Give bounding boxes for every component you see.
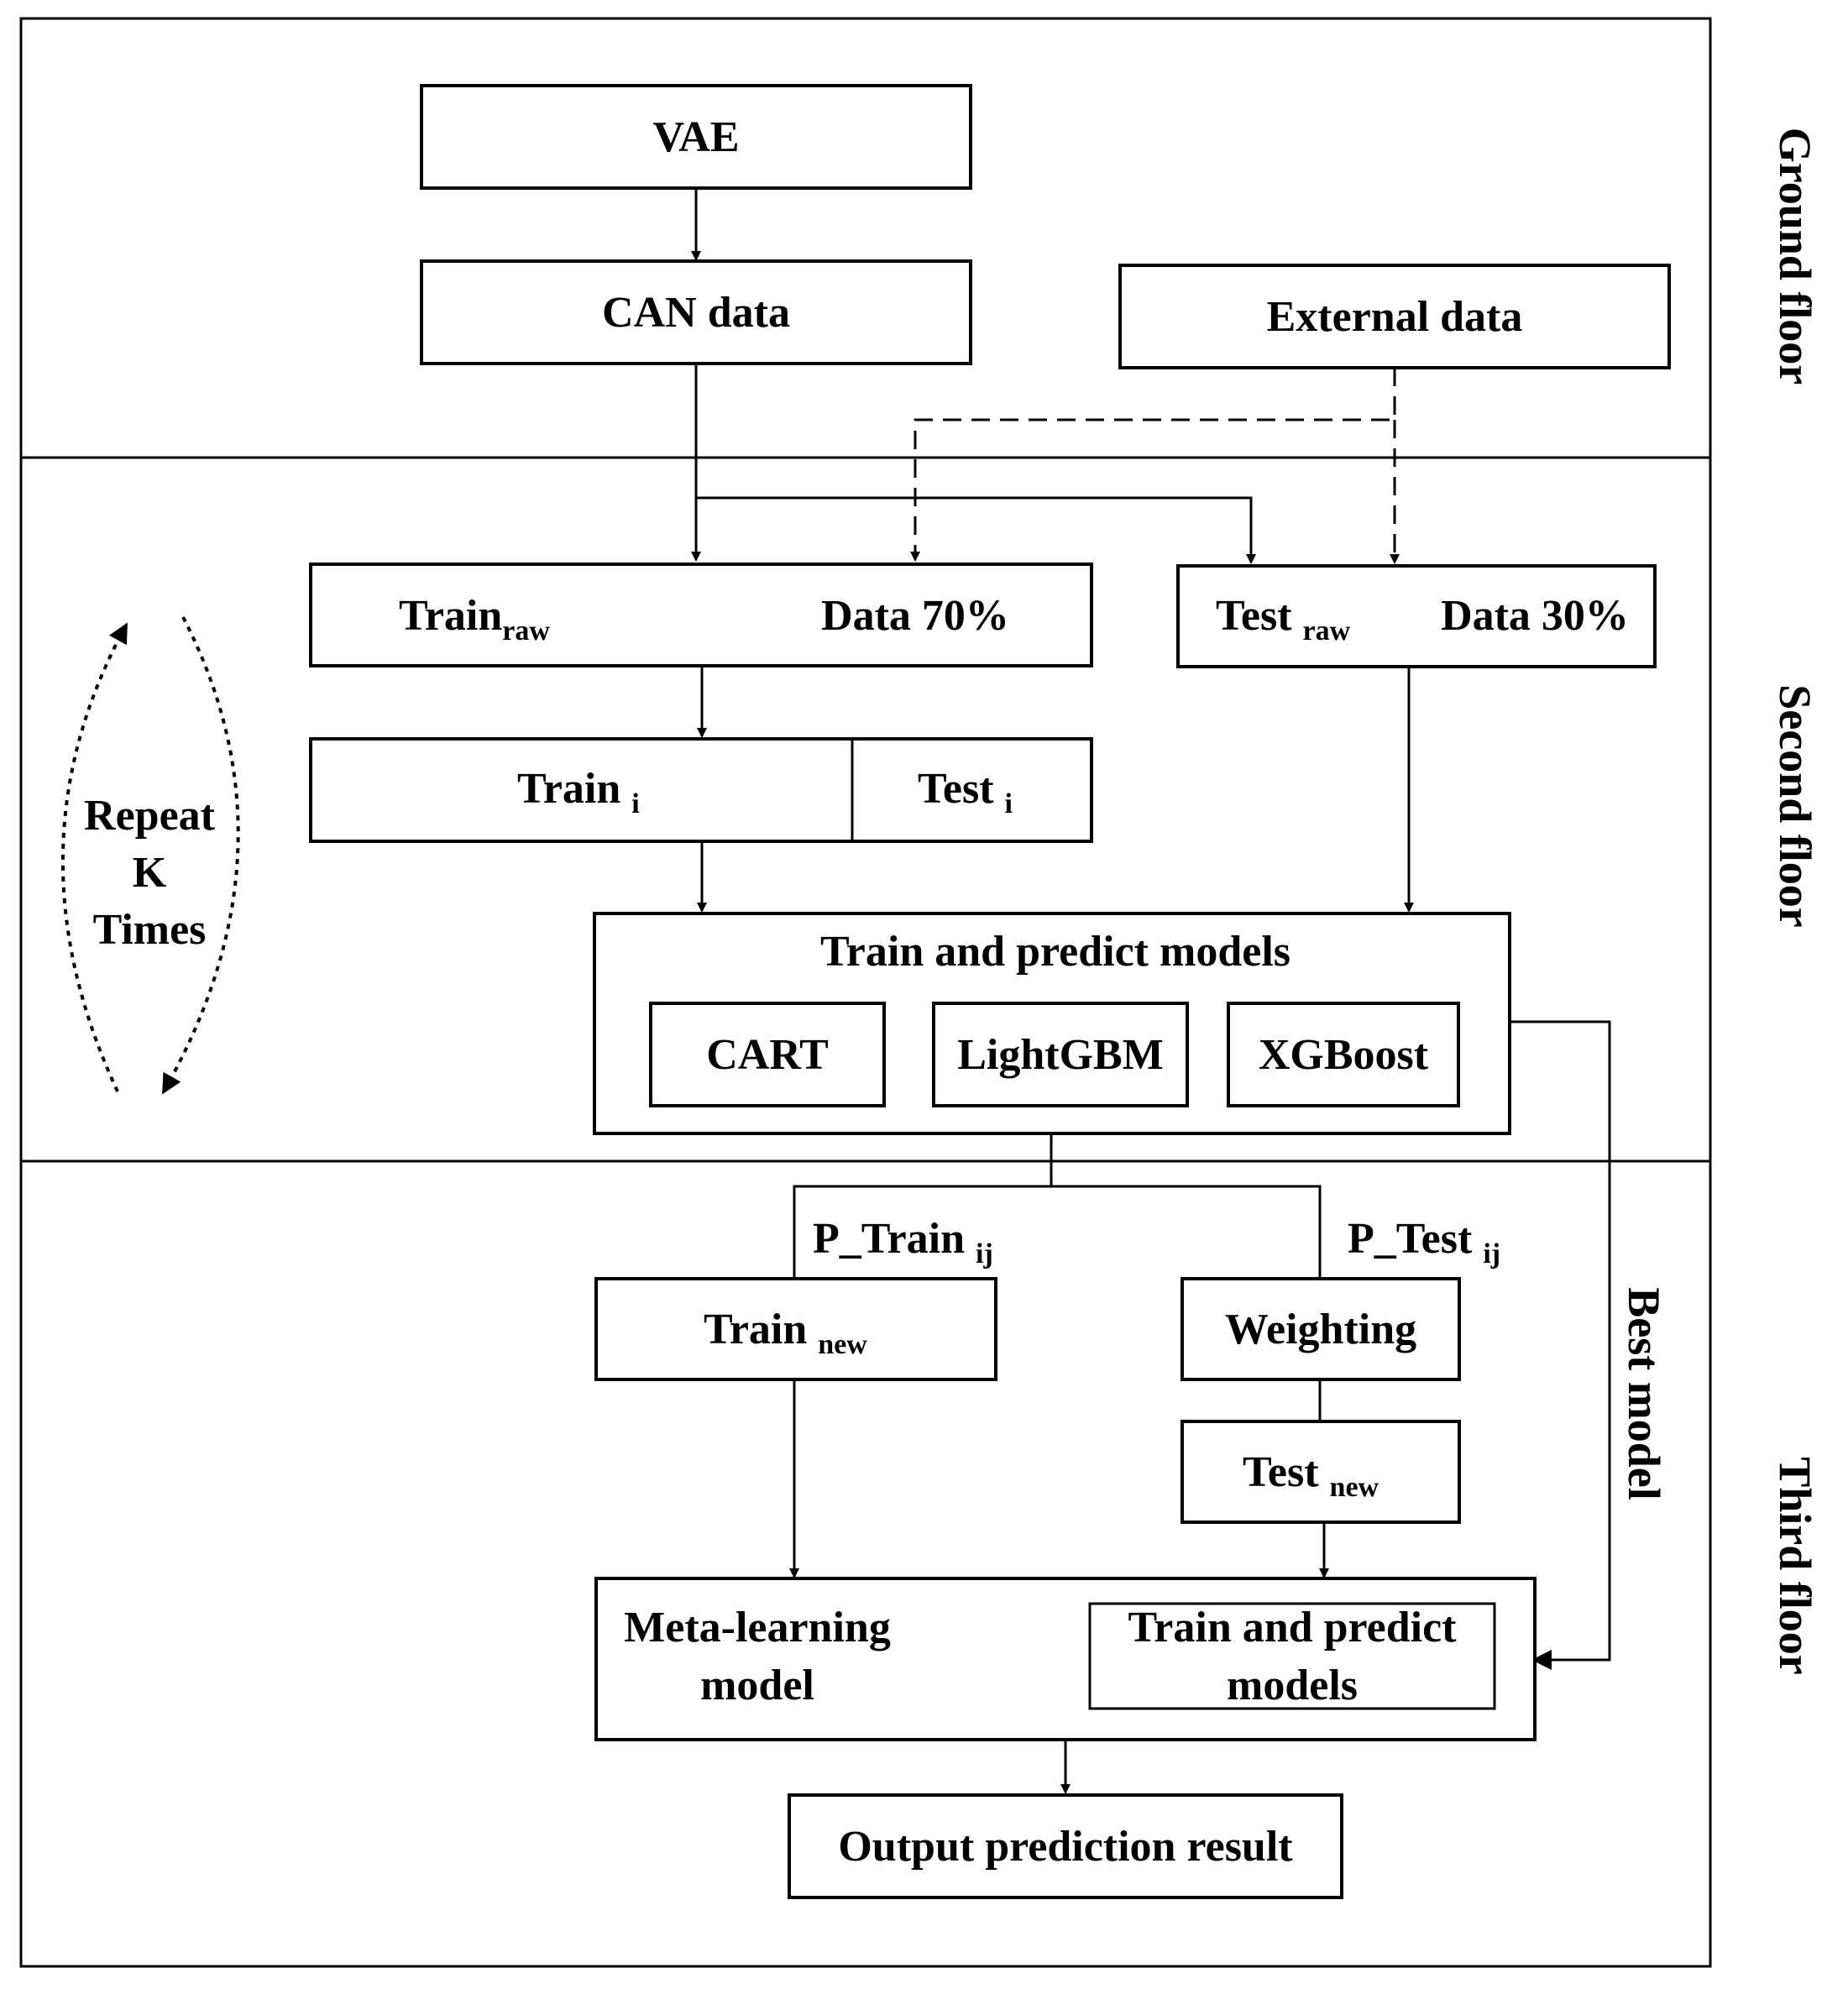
repeat-loop-right-arrow xyxy=(162,616,240,1095)
train-raw-label: Trainraw xyxy=(399,592,550,646)
second-floor-label: Second floor xyxy=(1770,684,1820,928)
meta-learning-line1: Meta-learning xyxy=(624,1604,891,1651)
p-test-label: P_Test ij xyxy=(1348,1215,1500,1269)
can-to-testraw-arrow xyxy=(696,496,1256,564)
train-raw-percent: Data 70% xyxy=(821,592,1009,640)
repeat-label-line2: K xyxy=(133,849,167,897)
best-model-label: Best model xyxy=(1619,1287,1669,1500)
external-data-box xyxy=(1118,264,1671,369)
third-floor-label: Third floor xyxy=(1770,1457,1820,1675)
cart-box xyxy=(649,1002,886,1107)
train-new-box xyxy=(594,1277,997,1381)
repeat-loop-left-arrow xyxy=(60,622,128,1092)
cart-label: CART xyxy=(706,1031,829,1079)
models-to-trainnew-line xyxy=(793,1133,1053,1279)
test-new-label: Test new xyxy=(1243,1448,1379,1503)
test-new-box xyxy=(1181,1420,1461,1524)
vae-box xyxy=(420,84,972,190)
meta-learning-line2: model xyxy=(700,1662,814,1709)
train-predict-models-title: Train and predict models xyxy=(820,928,1290,976)
can-data-box xyxy=(420,259,972,365)
lightgbm-box xyxy=(932,1002,1189,1107)
p-train-label: P_Train ij xyxy=(813,1215,993,1269)
external-to-trainraw-dashed-arrow xyxy=(910,368,1396,562)
ground-floor-label: Ground floor xyxy=(1770,128,1820,385)
inner-train-predict-line1: Train and predict xyxy=(1128,1604,1457,1651)
inner-train-predict-box xyxy=(1088,1602,1496,1710)
train-new-label: Train new xyxy=(704,1306,867,1360)
best-model-arrow xyxy=(1510,1020,1611,1670)
vae-label: VAE xyxy=(652,113,739,161)
repeat-label-line1: Repeat xyxy=(84,792,216,840)
outer-frame xyxy=(19,17,1712,1968)
output-label: Output prediction result xyxy=(838,1823,1293,1871)
repeat-label-line3: Times xyxy=(93,906,207,954)
output-box xyxy=(788,1793,1343,1899)
test-i-label: Test i xyxy=(918,765,1013,819)
inner-train-predict-line2: models xyxy=(1227,1662,1358,1709)
test-raw-box xyxy=(1176,564,1657,668)
weighting-label: Weighting xyxy=(1225,1306,1416,1353)
train-i-label: Train i xyxy=(517,765,640,819)
train-raw-box xyxy=(309,563,1093,667)
test-raw-percent: Data 30% xyxy=(1441,592,1629,640)
xgboost-label: XGBoost xyxy=(1259,1031,1429,1079)
can-data-label: CAN data xyxy=(602,289,790,337)
weighting-box xyxy=(1181,1277,1461,1381)
external-data-label: External data xyxy=(1267,293,1523,341)
xgboost-box xyxy=(1227,1002,1460,1107)
lightgbm-label: LightGBM xyxy=(957,1031,1164,1079)
models-to-weighting-line xyxy=(1051,1185,1322,1279)
test-raw-label: Test raw xyxy=(1216,592,1351,646)
